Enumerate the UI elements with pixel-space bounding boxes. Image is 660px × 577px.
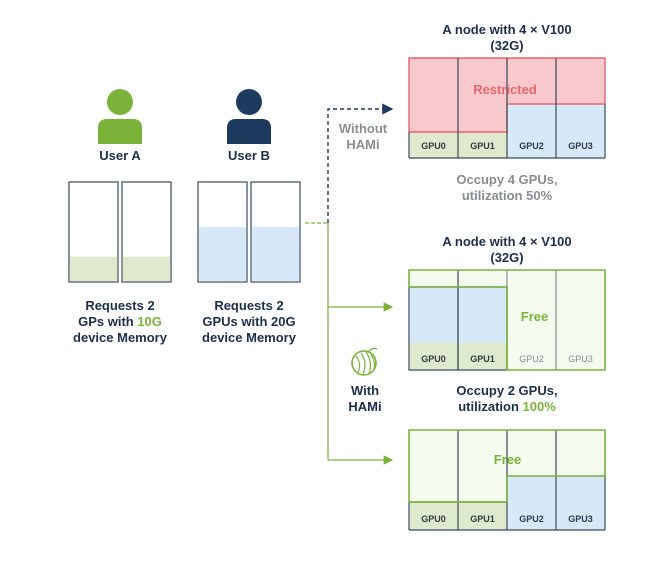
user-b-gpu-1 [250, 181, 301, 283]
gpu-label: GPU0 [421, 514, 446, 524]
node-2-title: A node with 4 × V100 (32G) [409, 234, 605, 266]
caption-line: utilization 50% [461, 188, 553, 203]
title-line: (32G) [490, 38, 524, 53]
gpu-label: GPU2 [519, 141, 544, 151]
without-hami-label: Without HAMi [330, 121, 396, 153]
node-3-free-label: Free [493, 452, 522, 467]
user-b-label: User B [228, 148, 270, 163]
user-a-label: User A [99, 148, 141, 163]
caption-line: utilization 100% [409, 399, 605, 415]
gpu-label: GPU3 [568, 354, 593, 364]
caption-line: Occupy 2 GPUs, [456, 383, 558, 398]
title-line: A node with 4 × V100 [442, 234, 572, 249]
gpu-label: GPU0 [421, 141, 446, 151]
with-hami-label: With HAMi [332, 383, 398, 415]
label-line: With [350, 383, 380, 398]
without-hami-arrow [327, 103, 394, 223]
caption-line: Occupy 4 GPUs, [456, 172, 558, 187]
title-line: (32G) [490, 250, 524, 265]
node-2-caption: Occupy 2 GPUs, utilization 100% [409, 383, 605, 415]
gpu-label: GPU1 [470, 354, 495, 364]
user-b-gpu-0-fill [198, 226, 247, 282]
user-b-request-caption: Requests 2 GPUs with 20G device Memory [184, 298, 314, 346]
restricted-label: Restricted [473, 82, 537, 97]
caption-line: device Memory [73, 330, 167, 345]
gpu-label: GPU3 [568, 514, 593, 524]
gpu-label: GPU2 [519, 514, 544, 524]
node-2-free-label: Free [520, 309, 549, 324]
user-b-gpu-0 [197, 181, 248, 283]
user-a-gpu-1 [121, 181, 172, 283]
user-b-gpu-1-fill [251, 226, 300, 282]
caption-line: GPs with 10G [55, 314, 185, 330]
gpu-label: GPU2 [519, 354, 544, 364]
node-1-caption: Occupy 4 GPUs, utilization 50% [409, 172, 605, 204]
caption-line: Requests 2 [214, 298, 284, 313]
label-line: HAMi [348, 399, 382, 414]
gpu-label: GPU1 [470, 141, 495, 151]
caption-line: Requests 2 [85, 298, 155, 313]
node-1-title: A node with 4 × V100 (32G) [409, 22, 605, 54]
user-a-request-caption: Requests 2 GPs with 10G device Memory [55, 298, 185, 346]
caption-text: utilization [458, 399, 523, 414]
gpu-label: GPU1 [470, 514, 495, 524]
user-a-gpu-0-fill [69, 256, 118, 282]
caption-text: GPUs with [202, 314, 272, 329]
user-a-gpu-0 [68, 181, 119, 283]
user-a-gpu-1-fill [122, 256, 171, 282]
caption-line: device Memory [202, 330, 296, 345]
caption-text: GPs with [78, 314, 138, 329]
gpu-label: GPU0 [421, 354, 446, 364]
label-line: HAMi [346, 137, 380, 152]
memory-highlight: 10G [137, 314, 162, 329]
label-line: Without [338, 121, 388, 136]
title-line: A node with 4 × V100 [442, 22, 572, 37]
memory-highlight: 20G [271, 314, 296, 329]
gpu-label: GPU3 [568, 141, 593, 151]
utilization-highlight: 100% [522, 399, 556, 414]
caption-line: GPUs with 20G [184, 314, 314, 330]
